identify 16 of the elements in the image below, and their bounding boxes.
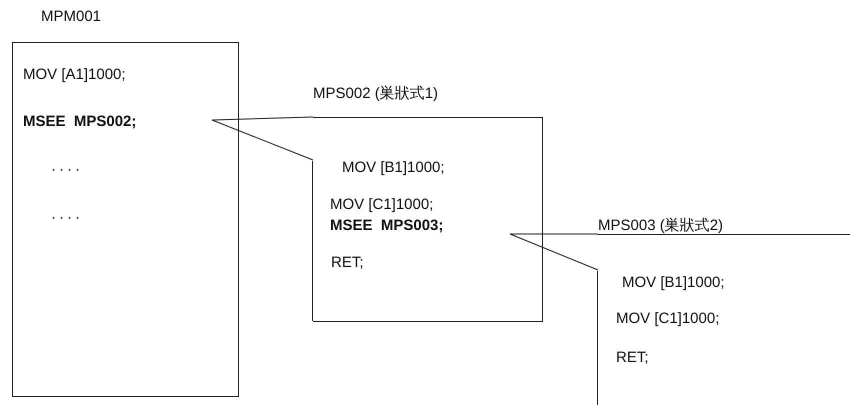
code-line: RET;: [331, 254, 364, 272]
code-line: MOV [C1]1000;: [616, 310, 720, 328]
code-line: MOV [A1]1000;: [23, 66, 126, 84]
callout-pointer: [212, 116, 314, 160]
ellipsis-text: ····: [51, 209, 83, 227]
program-name: MPS003 (巣狀式2): [598, 217, 724, 235]
code-line: MOV [B1]1000;: [342, 159, 445, 177]
ellipsis-text: ····: [51, 161, 83, 179]
code-line: RET;: [616, 349, 649, 367]
code-line: MSEE MPS002;: [23, 113, 136, 131]
code-line: MOV [C1]1000;: [330, 196, 434, 214]
program-name: MPS002 (巣狀式1): [313, 85, 438, 103]
program-name: MPM001: [41, 8, 102, 26]
callout-pointer: [510, 234, 598, 270]
code-line: MSEE MPS003;: [330, 217, 444, 235]
code-line: MOV [B1]1000;: [622, 274, 725, 292]
